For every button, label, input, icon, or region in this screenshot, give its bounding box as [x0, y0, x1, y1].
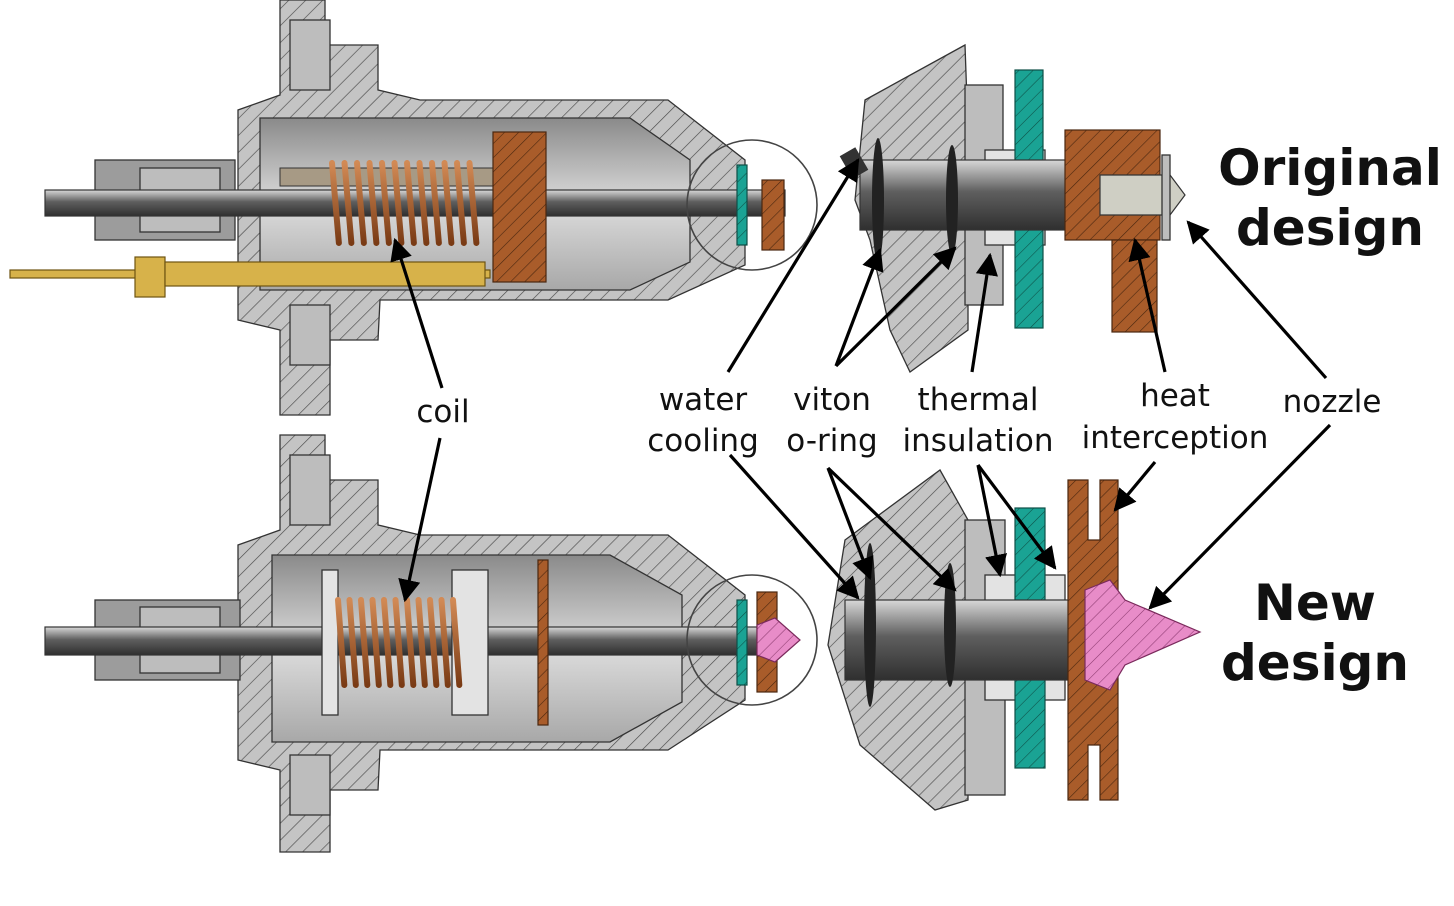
coil-winding [381, 597, 394, 688]
labels: coil water cooling viton o-ring thermal … [416, 139, 1441, 692]
coil-winding [404, 597, 417, 688]
original-side-fitting [134, 256, 166, 298]
coil-winding [438, 597, 451, 688]
label-viton-oring-line2: o-ring [786, 423, 877, 459]
new-detail-nozzle [1084, 579, 1202, 691]
coil-winding [415, 597, 428, 688]
label-heat-interception-line1: heat [1140, 378, 1210, 414]
new-detail-oring-1 [864, 543, 876, 707]
new-copper-disk [537, 559, 549, 726]
coil-winding [369, 597, 382, 688]
original-flange-slot-bottom [289, 304, 331, 366]
new-detail-tube [844, 599, 1101, 681]
label-water-cooling-line2: cooling [647, 423, 759, 459]
original-detail-oring-2 [946, 145, 958, 255]
coil-winding [427, 597, 440, 688]
label-nozzle: nozzle [1283, 384, 1382, 420]
coil-winding [335, 597, 348, 688]
new-coil [335, 597, 463, 688]
original-detail-circle [686, 139, 818, 271]
coil-winding [454, 160, 467, 246]
title-new-line2: design [1221, 634, 1409, 692]
title-original-line2: design [1236, 199, 1424, 257]
coil-winding [416, 160, 430, 246]
title-new-line1: New [1254, 574, 1376, 632]
new-stem-rod [44, 626, 766, 656]
original-valve-assembly [9, 0, 818, 416]
original-stem-rod [44, 189, 786, 217]
annotation-arrows [390, 158, 1332, 610]
coil-winding [341, 160, 355, 246]
original-flange-slot-top [289, 19, 331, 91]
original-detail-view [839, 43, 1186, 373]
coil-winding [441, 160, 455, 246]
label-coil: coil [416, 394, 469, 430]
coil-winding [379, 160, 392, 246]
new-detail-circle [686, 574, 818, 706]
new-detail-view [827, 469, 1202, 811]
original-nozzle-teal-small [736, 164, 748, 246]
label-heat-interception-line2: interception [1082, 420, 1269, 456]
original-detail-nozzle-tip [1099, 174, 1186, 216]
label-thermal-insulation-line1: thermal [918, 382, 1039, 418]
original-nozzle-copper-small [761, 179, 785, 251]
new-detail-oring-2 [944, 563, 956, 687]
coil-winding [391, 160, 405, 246]
coil-winding [466, 160, 480, 246]
label-viton-oring-line1: viton [793, 382, 871, 418]
coil-winding [346, 597, 359, 688]
coil-winding [392, 597, 405, 688]
new-valve-assembly [44, 434, 818, 853]
coil-winding [429, 160, 442, 246]
original-detail-oring-1 [872, 138, 884, 262]
original-side-tube-inner [164, 261, 486, 287]
new-nozzle-teal-small [736, 599, 748, 686]
original-copper-plate [492, 131, 547, 283]
original-detail-ring-washer [1161, 154, 1171, 241]
coil-winding [358, 597, 371, 688]
new-coil-former-left [321, 569, 339, 716]
coil-winding [450, 597, 463, 688]
new-flange-slot-top [289, 454, 331, 526]
title-original-line1: Original [1218, 139, 1442, 197]
label-water-cooling-line1: water [659, 382, 748, 418]
new-nozzle-pink-small [756, 617, 801, 663]
coil-winding [366, 160, 380, 246]
new-flange-slot-bottom [289, 754, 331, 816]
coil-winding [404, 160, 417, 246]
label-thermal-insulation-line2: insulation [902, 423, 1053, 459]
original-detail-copper-stem [1111, 239, 1158, 333]
coil-winding [354, 160, 367, 246]
coil-winding [329, 160, 342, 246]
